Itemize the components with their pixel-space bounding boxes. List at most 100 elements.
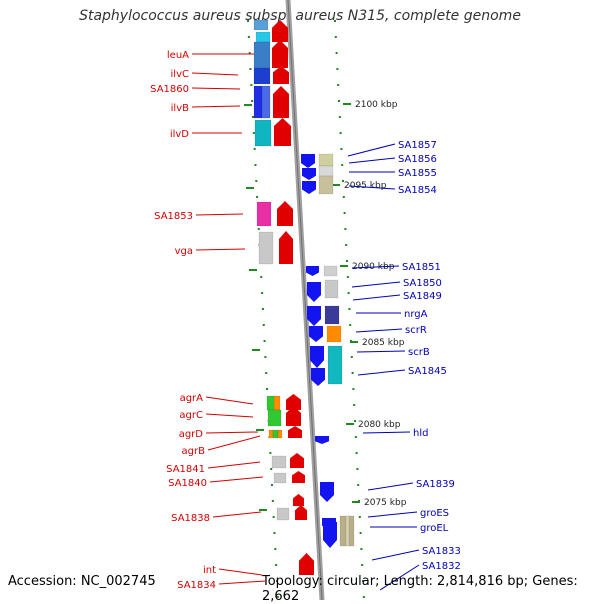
gene-arrow-down <box>323 522 337 548</box>
gene-arrow-up <box>272 20 288 42</box>
left-gene-leader <box>205 396 254 405</box>
gene-arrow-up <box>274 118 291 146</box>
right-tick <box>345 244 348 246</box>
left-tick <box>273 532 276 534</box>
right-tick <box>353 404 356 406</box>
right-gene-label: SA1845 <box>408 366 447 377</box>
gene-feature <box>319 176 333 194</box>
left-tick <box>265 372 268 374</box>
left-tick <box>263 340 266 342</box>
right-gene-leader <box>357 369 406 376</box>
left-tick <box>271 484 274 486</box>
gene-feature <box>262 86 270 118</box>
left-tick <box>271 500 274 502</box>
left-gene-label: leuA <box>167 50 189 61</box>
right-gene-leader <box>367 511 418 518</box>
left-tick <box>247 20 250 22</box>
left-tick <box>275 580 278 582</box>
left-gene-leader <box>207 435 261 451</box>
left-tick <box>266 388 269 390</box>
gene-feature <box>269 430 273 438</box>
gene-feature <box>268 410 281 426</box>
left-gene-label: agrC <box>179 410 203 421</box>
right-gene-leader <box>351 265 400 269</box>
right-gene-leader <box>379 564 420 591</box>
gene-feature-edge <box>273 472 287 484</box>
left-gene-label: vga <box>175 246 193 257</box>
right-tick <box>343 212 346 214</box>
kbp-label: 2075 kbp <box>364 498 407 508</box>
gene-feature <box>267 396 275 410</box>
genome-title: Staphylococcus aureus subsp. aureus N315… <box>79 8 521 24</box>
left-gene-leader <box>218 568 263 576</box>
gene-feature-edge <box>267 409 282 427</box>
gene-feature-edge <box>318 175 334 195</box>
gene-arrow-up <box>295 505 307 520</box>
gene-feature <box>325 306 339 324</box>
right-tick <box>340 148 343 150</box>
right-tick <box>355 452 358 454</box>
right-tick <box>359 532 362 534</box>
right-gene-label: SA1854 <box>398 185 437 196</box>
left-gene-leader <box>218 580 266 585</box>
left-gene-leader <box>191 72 239 76</box>
left-tick <box>251 116 254 118</box>
gene-arrow-down <box>320 482 334 502</box>
right-gene-label: scrR <box>405 325 427 336</box>
accession-text: Accession: NC_002745 <box>8 574 156 589</box>
left-tick <box>270 468 273 470</box>
right-tick <box>360 548 363 550</box>
gene-arrow-up <box>299 553 314 575</box>
left-gene-label: ilvB <box>171 103 189 114</box>
kbp-label: 2095 kbp <box>344 181 387 191</box>
left-gene-label: agrA <box>180 393 204 404</box>
right-tick <box>337 84 340 86</box>
gene-arrow-down <box>311 368 325 386</box>
left-tick <box>261 292 264 294</box>
gene-feature-edge <box>324 305 340 325</box>
gene-feature <box>273 430 278 438</box>
gene-feature <box>254 42 270 68</box>
gene-arrow-up <box>292 471 305 483</box>
gene-arrow-up <box>279 231 293 264</box>
gene-arrow-up <box>273 86 289 118</box>
right-gene-leader <box>348 157 396 164</box>
left-gene-leader <box>205 431 259 434</box>
left-tick <box>253 148 256 150</box>
right-gene-leader <box>356 350 406 353</box>
gene-arrow-up <box>293 494 304 506</box>
gene-arrow-up <box>288 426 302 438</box>
gene-arrow-up <box>277 201 293 226</box>
gene-feature <box>319 166 333 176</box>
gene-arrow-up <box>286 394 301 410</box>
right-gene-label: groEL <box>420 523 449 534</box>
right-gene-leader <box>371 549 420 561</box>
gene-feature <box>319 154 333 166</box>
gene-feature <box>254 20 268 30</box>
gene-arrow-down <box>301 154 315 168</box>
right-tick <box>362 596 365 598</box>
left-gene-leader <box>209 476 264 483</box>
right-tick <box>338 100 340 102</box>
right-gene-leader <box>352 294 401 301</box>
gene-arrow-down <box>307 306 321 326</box>
right-tick <box>342 180 344 182</box>
left-gene-leader <box>195 248 246 251</box>
left-tick <box>252 132 255 134</box>
gene-arrow-up <box>286 406 301 426</box>
left-tick <box>269 452 272 454</box>
right-gene-leader <box>351 281 401 288</box>
gene-feature <box>328 346 342 384</box>
left-tick <box>261 308 264 310</box>
right-gene-leader <box>362 431 411 434</box>
left-tick <box>248 52 251 54</box>
gene-feature-edge <box>254 119 272 147</box>
gene-feature-edge <box>277 429 283 439</box>
right-tick <box>348 308 351 310</box>
gene-feature <box>254 68 270 84</box>
right-gene-label: SA1849 <box>403 291 442 302</box>
right-tick <box>346 276 349 278</box>
left-gene-label: agrD <box>179 429 204 440</box>
left-gene-label: SA1834 <box>177 580 216 591</box>
